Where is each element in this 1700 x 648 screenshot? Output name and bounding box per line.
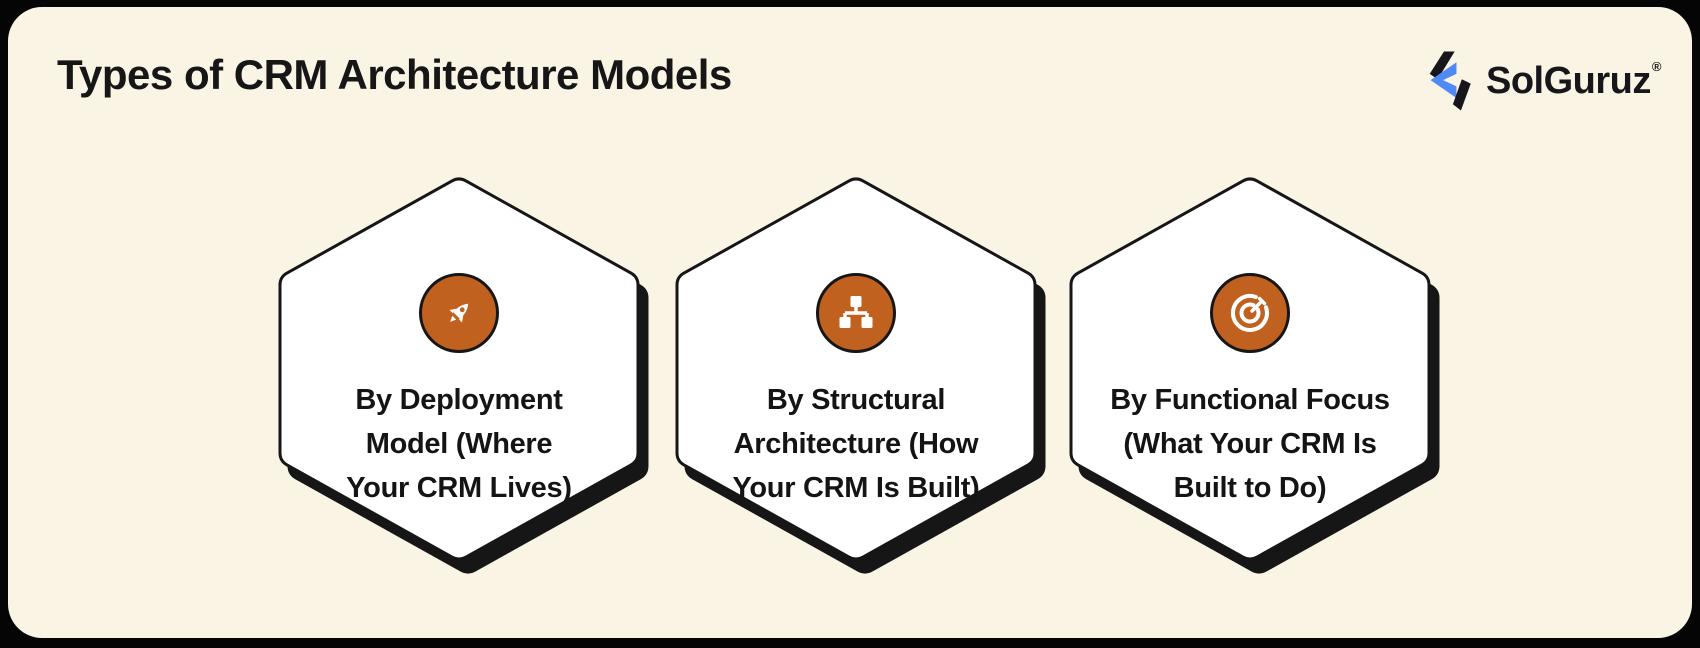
card-deployment-model: By Deployment Model (Where Your CRM Live… — [278, 177, 640, 561]
hexagon-shape — [1069, 177, 1431, 561]
solguruz-logo: SolGuruz ® — [1427, 48, 1661, 114]
logo-wordmark: SolGuruz — [1486, 60, 1651, 102]
rocket-icon — [449, 303, 469, 323]
card-title: By Deployment Model (Where Your CRM Live… — [346, 384, 572, 504]
hexagon-shape — [675, 177, 1037, 561]
solguruz-logo-icon — [1429, 51, 1471, 111]
target-dart-icon — [1231, 293, 1269, 332]
sitemap-icon — [839, 296, 873, 328]
icon-badge — [1210, 273, 1290, 353]
card-functional-focus: By Functional Focus (What Your CRM Is Bu… — [1069, 177, 1431, 561]
hexagon-shape — [278, 177, 640, 561]
page-title: Types of CRM Architecture Models — [57, 51, 732, 98]
icon-badge — [816, 273, 896, 353]
card-title: By Functional Focus (What Your CRM Is Bu… — [1110, 384, 1390, 504]
registered-trademark: ® — [1651, 59, 1662, 74]
solguruz-logo-text: SolGuruz ® — [1486, 59, 1662, 102]
card-title: By Structural Architecture (How Your CRM… — [732, 384, 980, 504]
card-structural-architecture: By Structural Architecture (How Your CRM… — [675, 177, 1037, 561]
icon-badge — [419, 273, 499, 353]
